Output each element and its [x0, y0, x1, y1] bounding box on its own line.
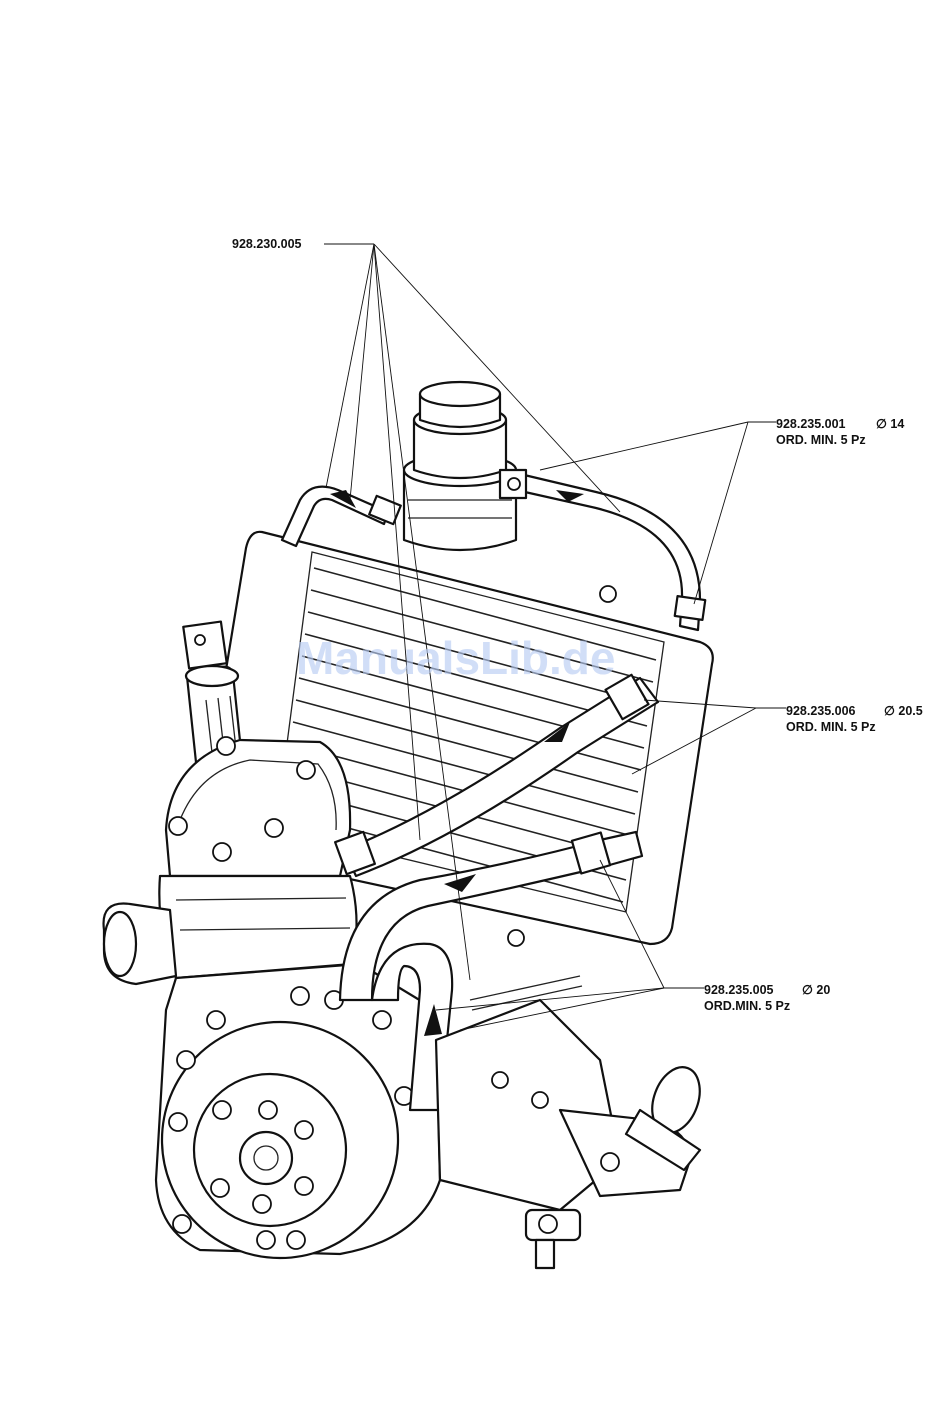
callout-hose-20-order: ORD.MIN. 5 Pz	[704, 999, 790, 1013]
callout-hose-20-5-order: ORD. MIN. 5 Pz	[786, 720, 876, 734]
rear-mount	[436, 976, 708, 1268]
callout-hose-14-code: 928.235.001	[776, 417, 846, 431]
callout-hose-20-5-code: 928.235.006	[786, 704, 856, 718]
callout-hose-14-size: ∅ 14	[876, 417, 904, 431]
callout-hose-14-order: ORD. MIN. 5 Pz	[776, 433, 866, 447]
callout-hose-20-code: 928.235.005	[704, 983, 774, 997]
watermark-text: ManualsLib.de	[296, 632, 615, 684]
callout-hose-20-5-size: ∅ 20.5	[884, 704, 923, 718]
cylinder-head	[166, 737, 350, 876]
callout-hose-bundle-code: 928.230.005	[232, 237, 302, 251]
crankcase	[156, 964, 440, 1258]
callout-hose-20-size: ∅ 20	[802, 983, 830, 997]
filler-cap	[404, 382, 526, 550]
